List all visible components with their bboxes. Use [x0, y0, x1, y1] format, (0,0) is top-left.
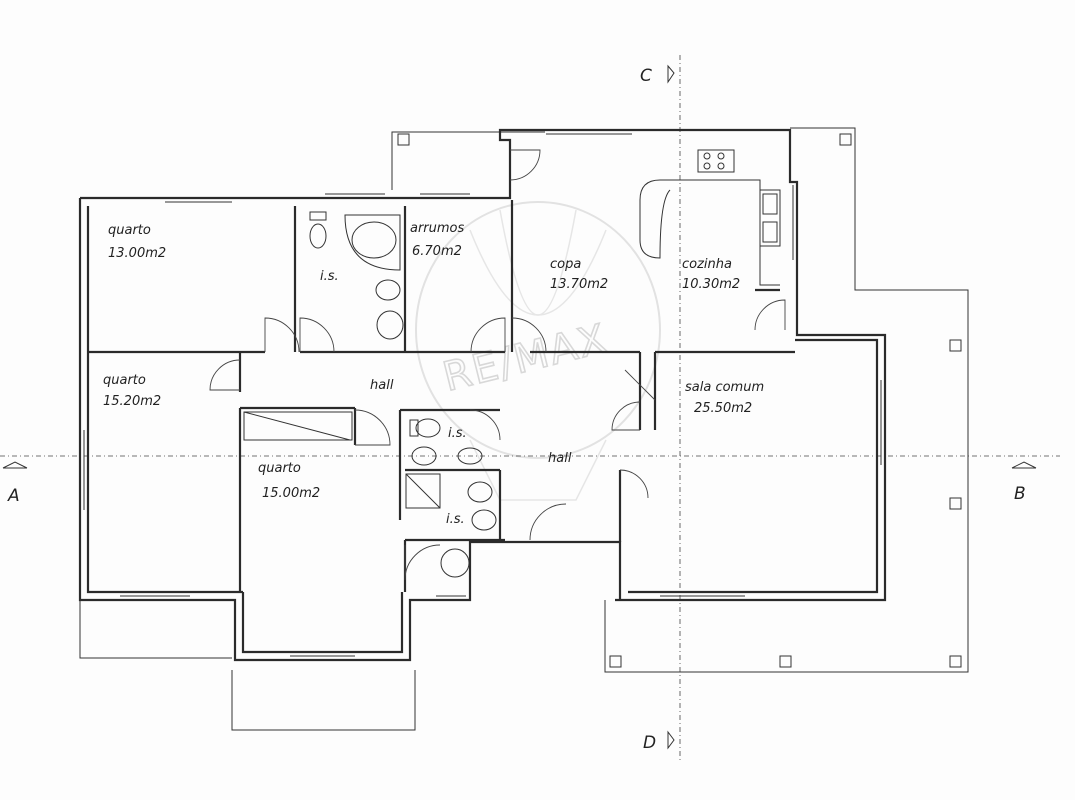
section-marker-c: C [640, 66, 652, 86]
room-name-arrumos: arrumos [410, 221, 465, 236]
stove-icon [697, 149, 735, 173]
room-name-is-1: i.s. [320, 269, 339, 284]
washbasin-icon [376, 310, 404, 340]
room-area-sala: 25.50m2 [694, 401, 752, 416]
room-area-quarto-w: 15.20m2 [103, 394, 161, 409]
bathtub-icon [344, 214, 401, 271]
room-labels: quarto 13.00m2 i.s. arrumos 6.70m2 copa … [103, 221, 764, 527]
section-marker-labels: A B C D [7, 66, 1026, 753]
toilet-icon [309, 223, 327, 249]
windows [83, 133, 882, 657]
section-marker-b: B [1014, 484, 1026, 504]
room-name-copa: copa [550, 257, 581, 272]
shower-icon [405, 473, 441, 509]
room-area-arrumos: 6.70m2 [412, 244, 462, 259]
interior-walls [88, 200, 795, 592]
room-area-cozinha: 10.30m2 [682, 277, 740, 292]
room-name-cozinha: cozinha [682, 257, 732, 272]
section-marker-a: A [7, 486, 20, 506]
room-area-quarto-nw: 13.00m2 [108, 246, 166, 261]
bathroom-fixtures [243, 211, 497, 578]
room-name-hall-top: hall [370, 378, 394, 393]
sink-icon [759, 189, 781, 247]
section-marker-d: D [643, 733, 656, 753]
room-name-quarto-s: quarto [258, 461, 301, 476]
room-area-copa: 13.70m2 [550, 277, 608, 292]
room-name-hall-center: hall [548, 451, 572, 466]
watermark-text: RE/MAX [439, 316, 613, 401]
room-name-is-2: i.s. [448, 426, 467, 441]
room-name-is-3: i.s. [446, 512, 465, 527]
kitchen-fixtures [639, 149, 781, 286]
doors [209, 149, 786, 581]
room-area-quarto-s: 15.00m2 [262, 486, 320, 501]
room-name-quarto-nw: quarto [108, 223, 151, 238]
exterior-walls [78, 128, 887, 662]
section-lines [0, 55, 1060, 760]
room-name-quarto-w: quarto [103, 373, 146, 388]
terraces [79, 127, 969, 731]
room-name-sala: sala comum [685, 380, 764, 395]
